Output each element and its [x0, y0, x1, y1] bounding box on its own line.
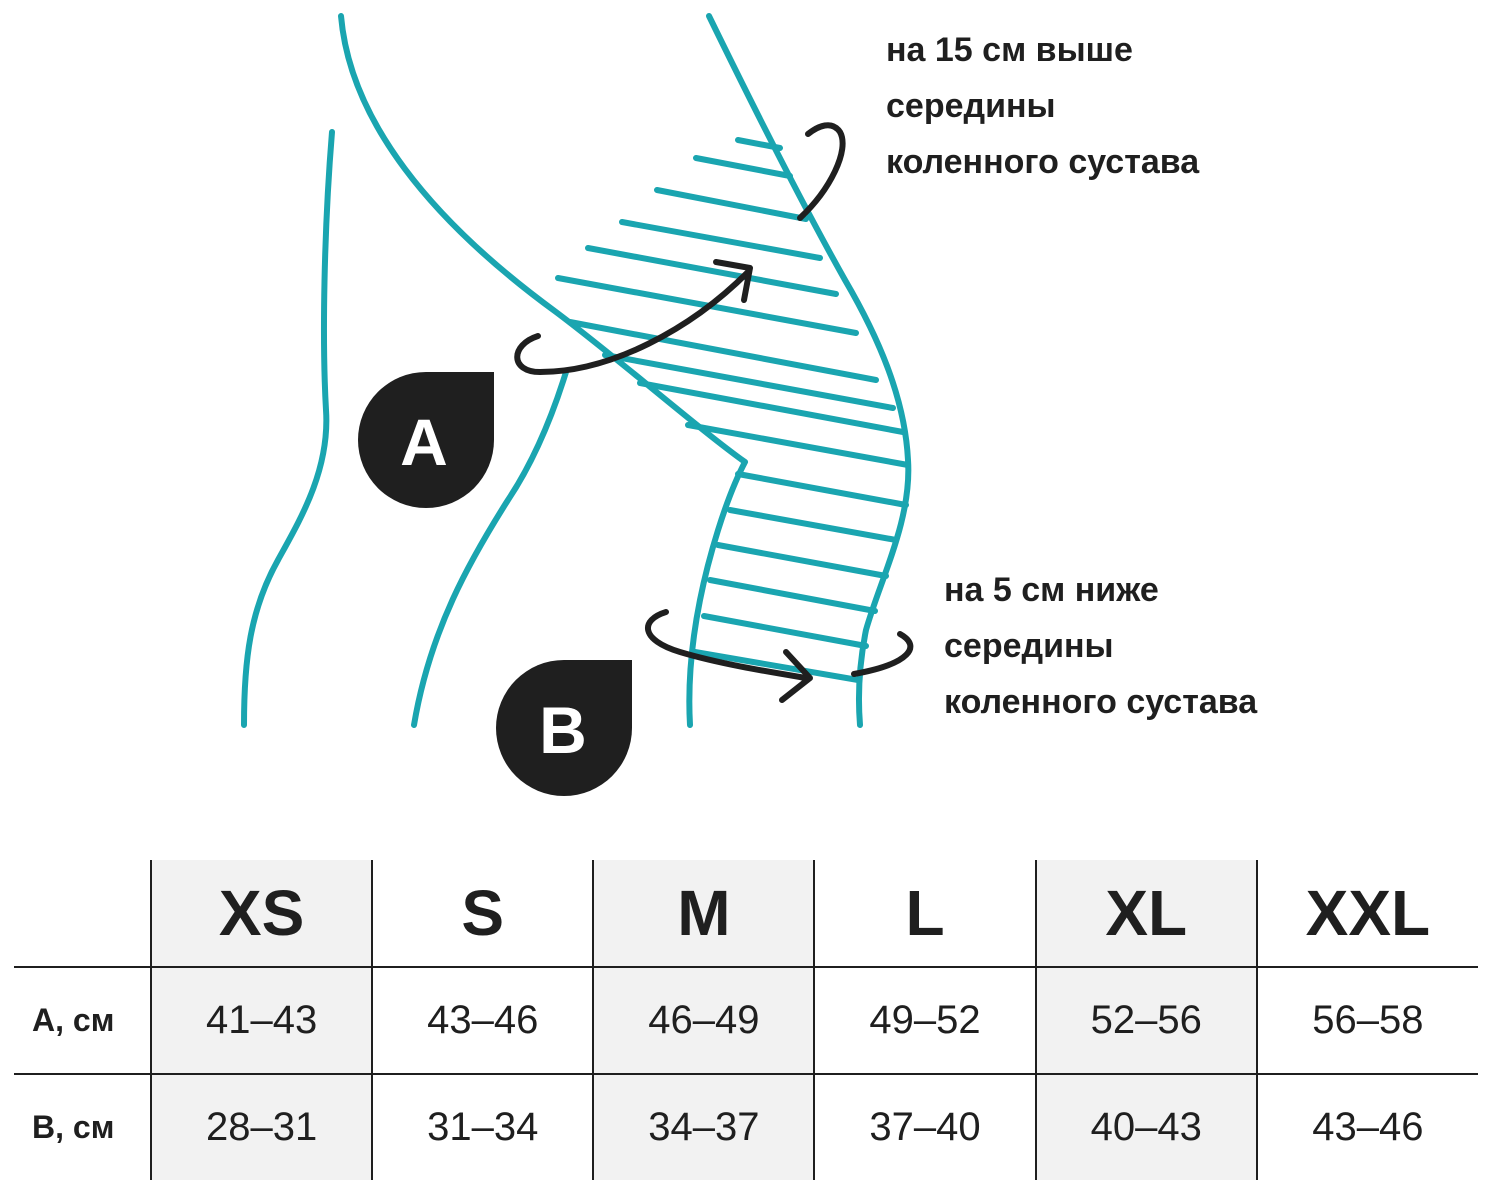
table-row-b: B, см 28–31 31–34 34–37 37–40 40–43 43–4…	[14, 1074, 1478, 1180]
size-l: L	[813, 860, 1036, 967]
back-leg-outline-right	[411, 369, 569, 728]
size-m: M	[592, 860, 815, 967]
note-measure-a: на 15 см выше середины коленного сустава	[886, 22, 1199, 190]
note-a-line-3: коленного сустава	[886, 143, 1200, 181]
table-corner	[14, 860, 151, 967]
cell-a-xl: 52–56	[1034, 967, 1257, 1074]
back-leg-outline-left	[241, 129, 335, 728]
marker-b: B	[496, 660, 632, 796]
size-xs: XS	[149, 860, 373, 967]
marker-a: A	[358, 372, 494, 508]
cell-a-xs: 41–43	[149, 967, 373, 1074]
size-xl: XL	[1034, 860, 1257, 967]
cell-b-l: 37–40	[813, 1074, 1036, 1180]
cell-b-xs: 28–31	[149, 1074, 373, 1180]
arrow-a-head	[713, 259, 753, 303]
note-a-line-1: на 15 см выше	[886, 31, 1133, 69]
size-s: S	[371, 860, 594, 967]
row-a-label: A, см	[32, 1002, 115, 1038]
size-xxl: XXL	[1255, 860, 1478, 967]
cell-a-m: 46–49	[592, 967, 815, 1074]
cell-b-s: 31–34	[371, 1074, 594, 1180]
arrow-b-back	[851, 631, 914, 677]
arrow-top-measure	[797, 122, 846, 221]
note-a-line-2: середины	[886, 87, 1056, 125]
note-b-line-1: на 5 см ниже	[944, 571, 1159, 609]
cell-a-xxl: 56–58	[1255, 967, 1478, 1074]
row-b-label: B, см	[32, 1109, 115, 1145]
arrow-a-measure	[514, 269, 751, 375]
note-measure-b: на 5 см ниже середины коленного сустава	[944, 562, 1257, 730]
size-table: XS S M L XL XXL A, см 41–43 43–46 46–49 …	[14, 860, 1478, 1180]
marker-a-label: A	[400, 405, 448, 479]
note-b-line-2: середины	[944, 627, 1114, 665]
leg-diagram: A B	[241, 13, 914, 796]
arrow-b-measure	[645, 609, 809, 681]
cell-a-s: 43–46	[371, 967, 594, 1074]
note-b-line-3: коленного сустава	[944, 683, 1258, 721]
marker-b-label: B	[539, 693, 587, 767]
size-header-row: XS S M L XL XXL	[14, 860, 1478, 967]
cell-b-xl: 40–43	[1034, 1074, 1257, 1180]
arrow-b-head	[779, 649, 813, 703]
cell-a-l: 49–52	[813, 967, 1036, 1074]
table-row-a: A, см 41–43 43–46 46–49 49–52 52–56 56–5…	[14, 967, 1478, 1074]
cell-b-m: 34–37	[592, 1074, 815, 1180]
front-leg-outline-front	[706, 13, 912, 728]
cell-b-xxl: 43–46	[1255, 1074, 1478, 1180]
brace-hatching	[555, 137, 911, 683]
